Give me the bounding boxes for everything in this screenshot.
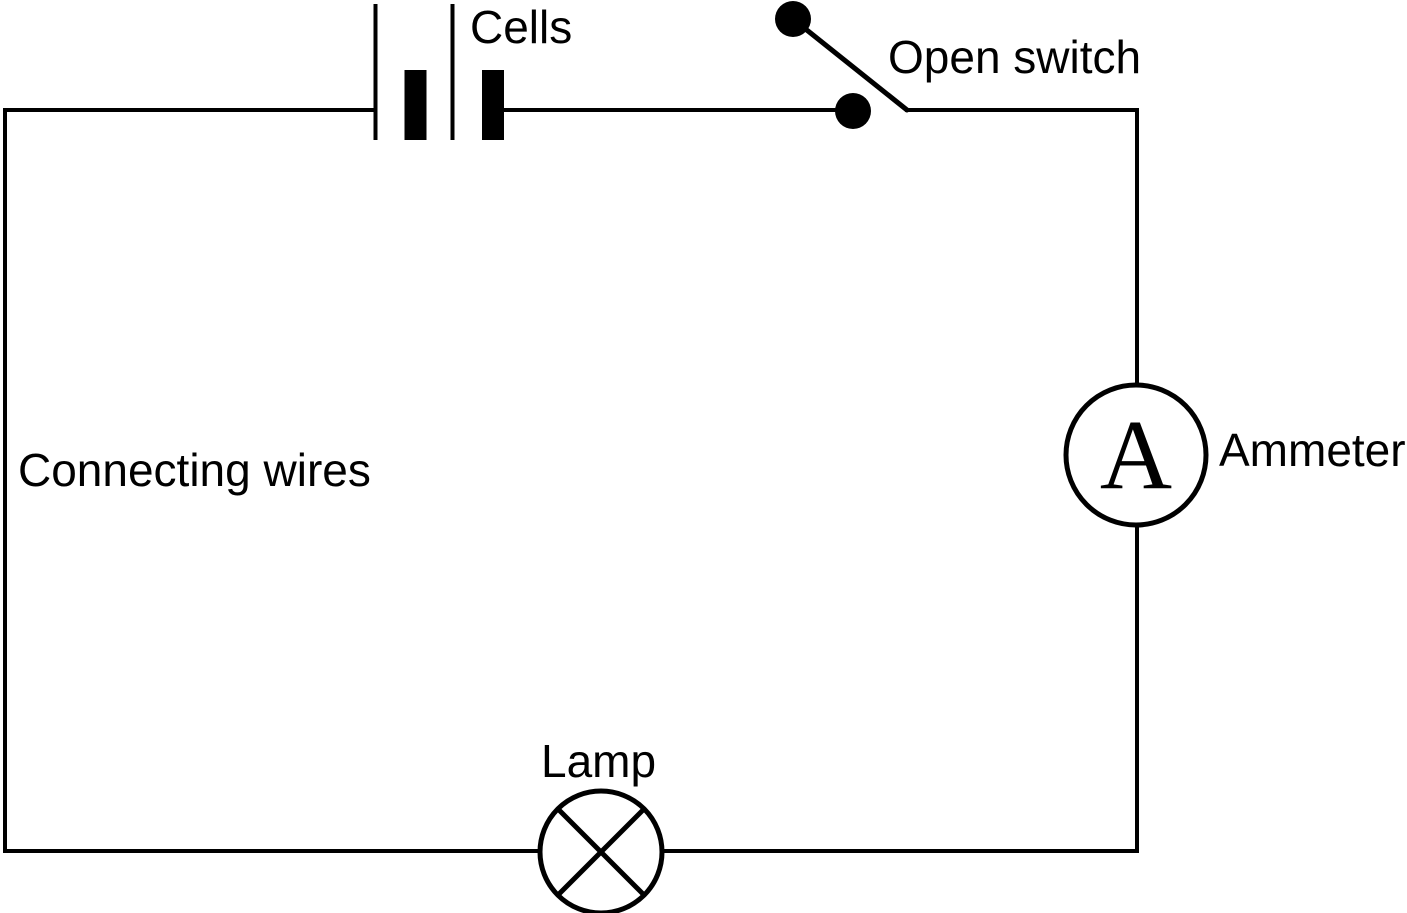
switch-terminal-bottom: [835, 93, 871, 129]
wire-ammeter-to-lamp: [663, 523, 1139, 853]
ammeter-label: Ammeter: [1219, 424, 1406, 476]
cell-1-long-plate: [373, 4, 378, 140]
lamp-cross-line-2: [556, 807, 646, 897]
switch-lever: [790, 16, 910, 113]
ammeter-circle: [1063, 382, 1209, 528]
lamp-label: Lamp: [541, 735, 656, 787]
cells-symbol: [373, 4, 504, 140]
ammeter-letter: A: [1100, 399, 1172, 510]
open-switch-symbol: [775, 1, 910, 129]
wire-left-loop: [3, 108, 539, 853]
switch-terminal-top: [775, 1, 811, 37]
open-switch-label: Open switch: [888, 31, 1141, 83]
wire-switch-to-ammeter: [905, 108, 1139, 387]
lamp-symbol: [537, 788, 665, 913]
cell-2-short-plate: [482, 70, 504, 140]
ammeter-symbol: A: [1063, 382, 1209, 528]
cell-1-short-plate: [404, 70, 427, 140]
cells-label: Cells: [470, 1, 572, 53]
connecting-wires-label: Connecting wires: [18, 444, 371, 496]
cell-2-long-plate: [450, 4, 455, 140]
